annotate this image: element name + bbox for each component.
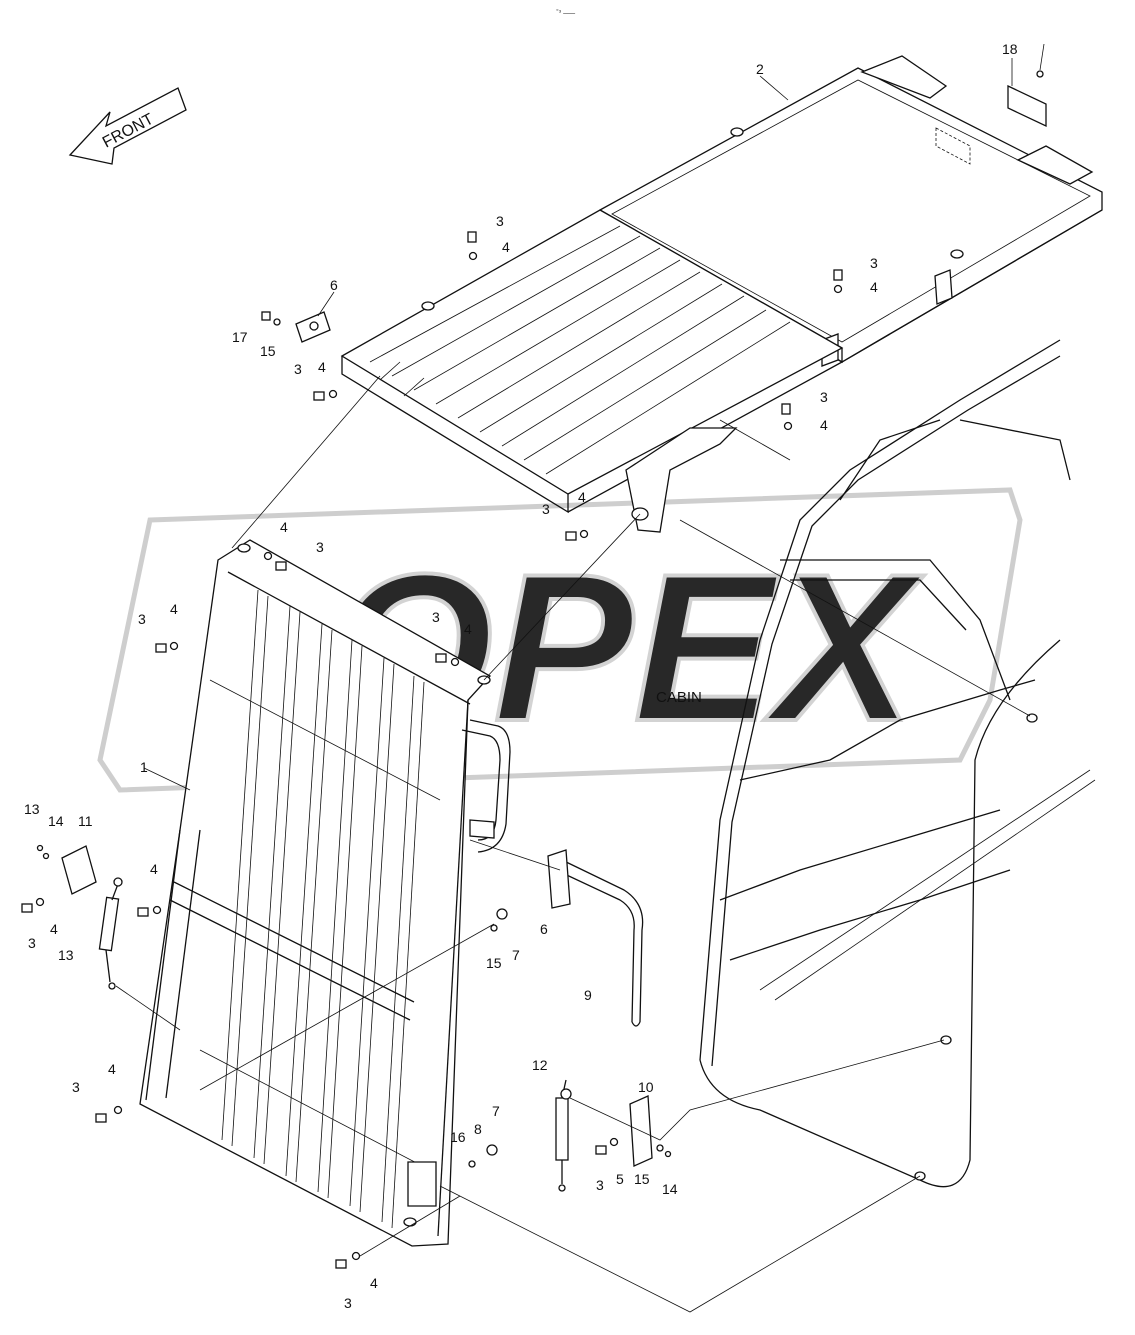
callout-3: 3: [432, 609, 440, 625]
callout-3: 3: [28, 935, 36, 951]
callout-3: 3: [72, 1079, 80, 1095]
fasteners: [21, 70, 1044, 1269]
callout-4: 4: [280, 519, 288, 535]
callout-16: 17: [232, 329, 248, 345]
callout-8: 9: [584, 987, 592, 1003]
assembly-lines: [115, 375, 1031, 1313]
callout-10: 11: [78, 813, 93, 829]
callout-3: 3: [870, 255, 878, 271]
callout-6: 6: [540, 921, 548, 937]
callout-5: 6: [330, 277, 338, 293]
callout-7: 7: [512, 947, 520, 963]
callout-12: 13: [58, 947, 74, 963]
part-5-bracket: [295, 311, 331, 343]
callout-15: 16: [450, 1129, 466, 1145]
callout-4: 4: [820, 417, 828, 433]
part-8-rod: [547, 849, 644, 1027]
callout-17: 18: [1002, 41, 1018, 57]
part-17-plate: [1007, 84, 1047, 128]
callout-14: 14: [48, 813, 64, 829]
cabin-outline: CABIN: [656, 339, 1096, 1188]
callout-7: 8: [474, 1121, 482, 1137]
callout-3: 3: [344, 1295, 352, 1311]
callout-4: 4: [108, 1061, 116, 1077]
part-10-bracket: [61, 845, 97, 895]
callout-13: 13: [24, 801, 40, 817]
callout-14: 15: [634, 1171, 650, 1187]
callout-15: 15: [260, 343, 276, 359]
callout-3: 3: [316, 539, 324, 555]
header-mark: ◦₃ ___: [556, 7, 575, 14]
callout-3: 3: [294, 361, 302, 377]
callout-1: 1: [140, 759, 148, 775]
callout-3: 3: [496, 213, 504, 229]
callout-3: 3: [820, 389, 828, 405]
callout-4: 4: [170, 601, 178, 617]
callout-13: 14: [662, 1181, 678, 1197]
callout-4: 4: [150, 861, 158, 877]
callout-6: 7: [492, 1103, 500, 1119]
callout-4: 4: [870, 279, 878, 295]
callout-4: 5: [616, 1171, 624, 1187]
front-grille: [139, 539, 511, 1247]
callout-3: 3: [542, 501, 550, 517]
callout-4: 4: [370, 1275, 378, 1291]
callout-4: 4: [464, 621, 472, 637]
callout-4: 4: [578, 489, 586, 505]
callout-2: 2: [756, 61, 764, 77]
part-11-gas-spring: [555, 1079, 572, 1192]
front-arrow: FRONT: [68, 87, 187, 165]
callout-4: 4: [318, 359, 326, 375]
part-12-gas-spring: [98, 877, 123, 990]
callout-11: 12: [532, 1057, 548, 1073]
callout-9: 10: [638, 1079, 654, 1095]
callout-4: 4: [50, 921, 58, 937]
callout-3: 3: [138, 611, 146, 627]
callout-labels: 1 2 3 3 3 3 3 3 3 3 3 3 3 3 4 4 4 4 4 4 …: [24, 41, 1018, 1311]
callout-15: 15: [486, 955, 502, 971]
cabin-label: CABIN: [656, 689, 702, 706]
top-grille: [340, 209, 844, 533]
callout-leaders: [143, 43, 1045, 791]
callout-3: 3: [596, 1177, 604, 1193]
callout-4: 4: [502, 239, 510, 255]
